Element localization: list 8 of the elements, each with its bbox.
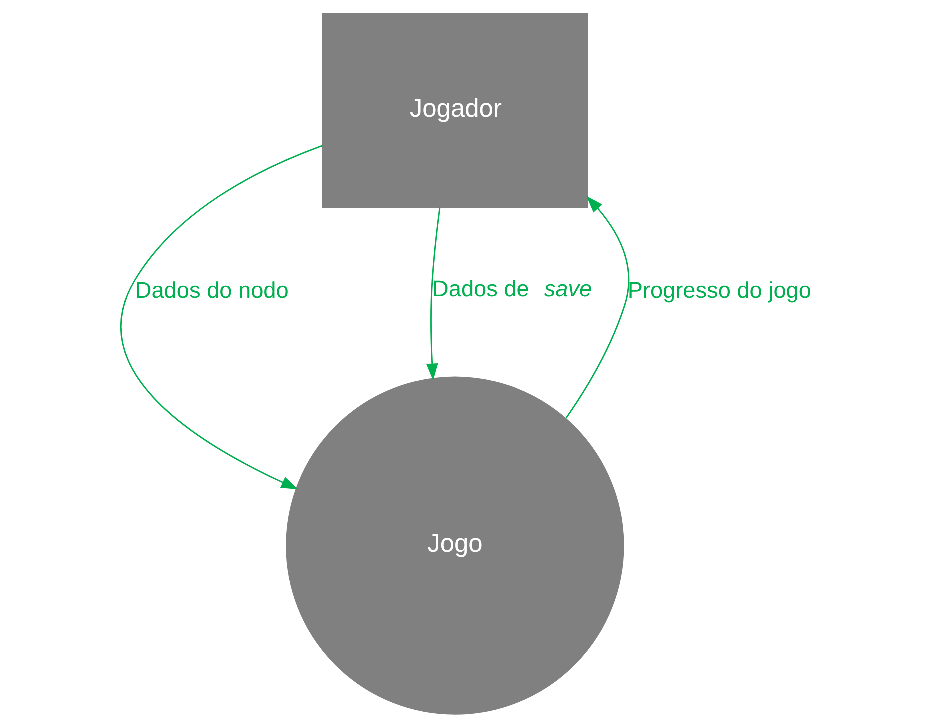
edge-label: Dados de save [432,276,592,302]
arrow [426,208,441,381]
arrow [566,196,630,419]
arrow [120,145,323,490]
edge-label: Dados do nodo [135,278,289,303]
node-circle: Jogo [286,376,624,715]
edge-label: Progresso do jogo [628,278,812,303]
node-box: Jogador [322,13,588,208]
